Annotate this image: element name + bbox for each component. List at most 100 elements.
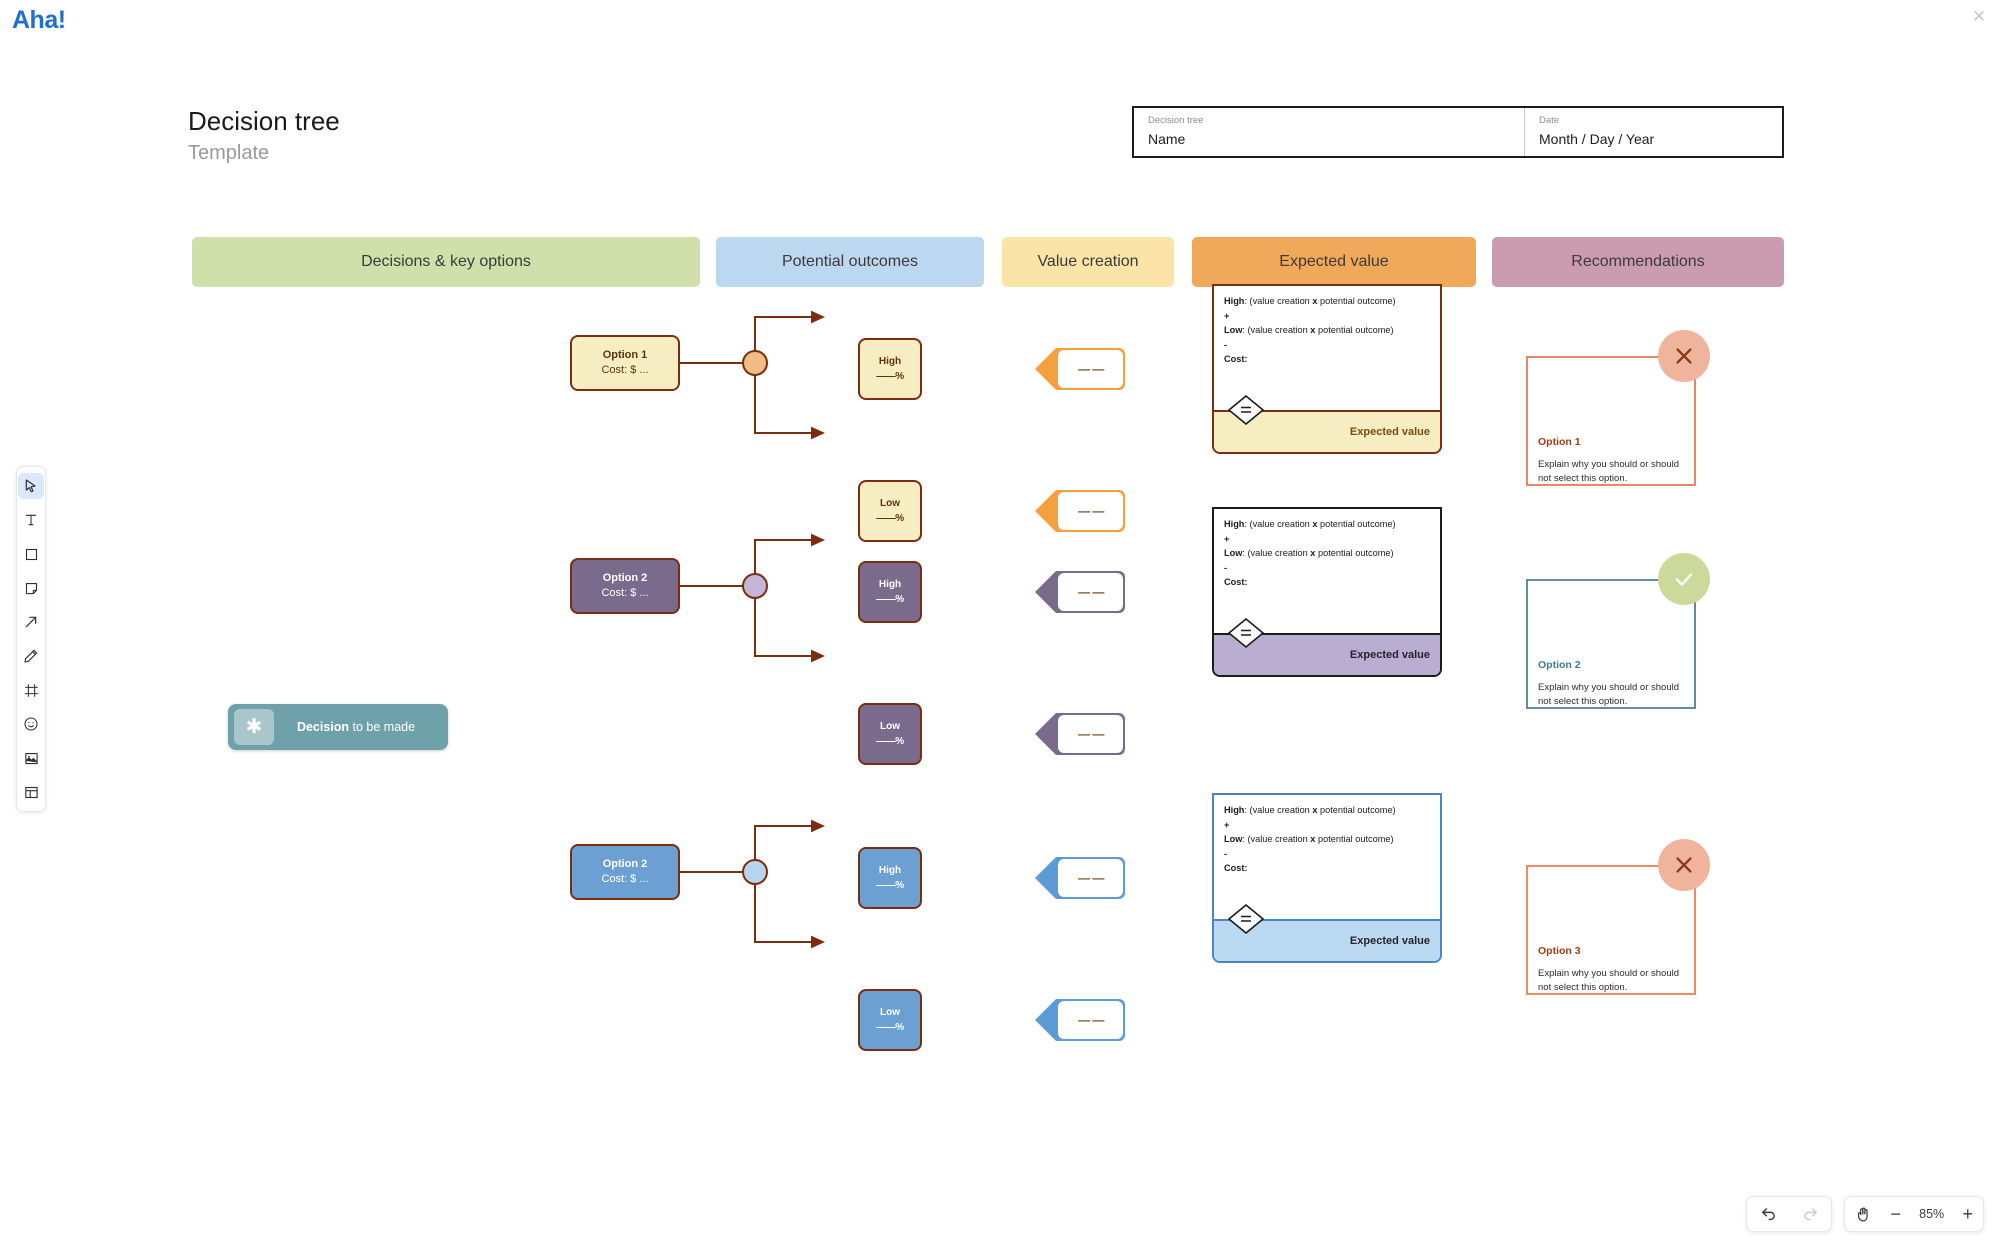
option-title: Option 1 <box>602 349 648 361</box>
equals-diamond-icon <box>1228 904 1264 934</box>
frame-icon[interactable] <box>18 677 44 703</box>
value-creation-arrow-icon <box>1035 571 1125 613</box>
value-creation-shape[interactable]: — — <box>1034 489 1126 533</box>
expected-value-formula: High: (value creation x potential outcom… <box>1214 509 1440 590</box>
name-field-label: Decision tree <box>1148 115 1204 126</box>
value-creation-arrow-icon <box>1035 999 1125 1041</box>
option-box[interactable]: Option 1 Cost: $ ... <box>570 335 680 391</box>
undo-icon[interactable] <box>1760 1206 1777 1223</box>
expected-value-card[interactable]: High: (value creation x potential outcom… <box>1212 284 1442 454</box>
outcome-box-high[interactable]: High——% <box>858 338 922 400</box>
value-creation-shape[interactable]: — — <box>1034 570 1126 614</box>
outcome-box-low[interactable]: Low——% <box>858 480 922 542</box>
ev-line-high: High: (value creation x potential outcom… <box>1224 296 1396 306</box>
column-header-2[interactable]: Potential outcomes <box>716 237 984 287</box>
recommendation-card[interactable]: Option 1 Explain why you should or should… <box>1526 356 1696 486</box>
name-field[interactable]: Decision tree Name <box>1134 108 1524 156</box>
option-cost: Cost: $ ... <box>601 364 649 376</box>
zoom-in-button[interactable]: + <box>1962 1204 1973 1224</box>
value-creation-shape[interactable]: — — <box>1034 998 1126 1042</box>
pencil-icon[interactable] <box>18 643 44 669</box>
column-header-label: Expected value <box>1279 253 1389 270</box>
zoom-level-label[interactable]: 85% <box>1919 1207 1945 1221</box>
recommendation-rejected-badge[interactable] <box>1658 839 1710 891</box>
page-subtitle: Template <box>188 142 270 164</box>
layout-icon[interactable] <box>18 779 44 805</box>
recommendation-rejected-badge[interactable] <box>1658 330 1710 382</box>
expected-value-footer-label: Expected value <box>1349 935 1430 947</box>
redo-icon[interactable] <box>1802 1206 1819 1223</box>
value-creation-value: — — <box>1078 504 1104 518</box>
value-creation-shape[interactable]: — — <box>1034 856 1126 900</box>
hand-icon[interactable] <box>1855 1206 1872 1223</box>
column-header-label: Potential outcomes <box>781 253 919 270</box>
image-icon[interactable] <box>18 745 44 771</box>
expected-value-card[interactable]: High: (value creation x potential outcom… <box>1212 507 1442 677</box>
smiley-icon[interactable] <box>18 711 44 737</box>
ev-line-cost: Cost: <box>1224 863 1248 873</box>
value-creation-shape[interactable]: — — <box>1034 347 1126 391</box>
outcome-box-low[interactable]: Low——% <box>858 703 922 765</box>
square-icon[interactable] <box>18 541 44 567</box>
equals-diamond-icon <box>1228 395 1264 425</box>
arrow-icon[interactable] <box>18 609 44 635</box>
value-creation-value: — — <box>1078 727 1104 741</box>
ev-line-plus: + <box>1224 819 1230 830</box>
ev-line-low: Low: (value creation x potential outcome… <box>1224 325 1394 335</box>
outcome-percent: ——% <box>876 880 904 891</box>
column-header-5[interactable]: Recommendations <box>1492 237 1784 287</box>
column-header-label: Value creation <box>1037 253 1139 270</box>
x-icon <box>1676 857 1692 873</box>
asterisk-icon: ✱ <box>234 709 274 745</box>
expected-value-footer: Expected value <box>1214 633 1440 675</box>
sticky-note-icon[interactable] <box>18 575 44 601</box>
value-creation-arrow-icon <box>1035 713 1125 755</box>
zoom-controls: − 85% + <box>1844 1196 1984 1232</box>
close-icon[interactable]: ✕ <box>1971 7 1987 26</box>
branch-junction-node[interactable] <box>742 573 768 599</box>
expected-value-footer: Expected value <box>1214 410 1440 452</box>
recommendation-approved-badge[interactable] <box>1658 553 1710 605</box>
recommendation-title: Option 1 <box>1538 436 1581 448</box>
outcome-box-low[interactable]: Low——% <box>858 989 922 1051</box>
value-creation-value: — — <box>1078 362 1104 376</box>
column-header-label: Recommendations <box>1571 253 1705 270</box>
branch-connectors <box>680 533 825 663</box>
ev-line-minus: - <box>1224 848 1228 859</box>
outcome-label: High <box>878 865 902 876</box>
outcome-box-high[interactable]: High——% <box>858 561 922 623</box>
decision-chip-label: Decision to be made <box>274 720 448 734</box>
decision-to-be-made-chip[interactable]: ✱ Decision to be made <box>228 704 448 750</box>
branch-junction-node[interactable] <box>742 350 768 376</box>
date-field-label: Date <box>1539 115 1560 126</box>
value-creation-arrow-icon <box>1035 857 1125 899</box>
aha-logo[interactable]: Aha! <box>12 6 66 34</box>
outcome-box-high[interactable]: High ——% <box>858 847 922 909</box>
text-icon[interactable] <box>18 507 44 533</box>
zoom-out-button[interactable]: − <box>1890 1204 1901 1224</box>
value-creation-shape[interactable]: — — <box>1034 712 1126 756</box>
option-cost: Cost: $ ... <box>601 873 649 885</box>
expected-value-card[interactable]: High: (value creation x potential outcom… <box>1212 793 1442 963</box>
branch-junction-node[interactable] <box>742 859 768 885</box>
column-header-4[interactable]: Expected value <box>1192 237 1476 287</box>
outcome-percent: ——% <box>876 736 904 747</box>
recommendation-body: Explain why you should or should not sel… <box>1538 459 1680 484</box>
outcome-percent: ——% <box>876 594 904 605</box>
column-header-1[interactable]: Decisions & key options <box>192 237 700 287</box>
date-field[interactable]: Date Month / Day / Year <box>1524 108 1782 156</box>
expected-value-formula: High: (value creation x potential outcom… <box>1214 286 1440 367</box>
column-header-3[interactable]: Value creation <box>1002 237 1174 287</box>
ev-line-minus: - <box>1224 339 1228 350</box>
left-toolbar[interactable] <box>16 466 46 812</box>
cursor-icon[interactable] <box>18 473 44 499</box>
recommendation-title: Option 3 <box>1538 945 1581 957</box>
column-header-label: Decisions & key options <box>361 253 531 270</box>
history-controls <box>1746 1196 1832 1232</box>
